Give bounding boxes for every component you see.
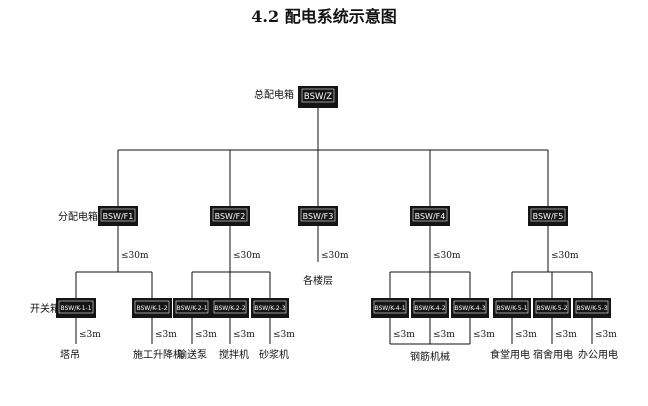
distance-label-k23: ≤3m [273,330,295,340]
distance-label-k22: ≤3m [233,330,255,340]
switch-box-label: BSW/K-2-2 [214,305,245,312]
distance-label-k43: ≤3m [473,330,495,340]
distance-label-k53: ≤3m [595,330,617,340]
diagram-title: 4.2 配电系统示意图 [251,7,396,26]
switch-box-k23: BSW/K-2-3 [251,298,289,318]
distance-label-f4: ≤30m [433,251,461,261]
level-label-distribution: 分配电箱 [58,210,98,223]
switch-box-label: BSW/K-4-3 [454,305,485,312]
switch-box-label: BSW/K-1-2 [136,305,167,312]
switch-box-k21: BSW/K-2-1 [173,298,211,318]
switch-box-label: BSW/K-4-1 [374,305,405,312]
distance-label-k51: ≤3m [515,330,537,340]
distribution-box-f2: BSW/F2 [210,206,250,226]
switch-box-label: BSW/K-5-3 [576,305,607,312]
load-label-k23: 砂浆机 [259,348,289,361]
main-box-label: BSW/Z [304,92,332,102]
distance-label-f2: ≤30m [233,251,261,261]
load-label-k12: 施工升降机 [133,348,183,361]
switch-box-k43: BSW/K-4-3 [451,298,489,318]
distribution-box-f1: BSW/F1 [98,206,138,226]
distance-label-k52: ≤3m [555,330,577,340]
switch-box-k41: BSW/K-4-1 [371,298,409,318]
switch-box-label: BSW/K-4-2 [414,305,445,312]
distance-label-k42: ≤3m [433,330,455,340]
switch-box-label: BSW/K-2-1 [176,305,207,312]
distance-label-k12: ≤3m [155,330,177,340]
switch-box-k51: BSW/K-5-1 [493,298,531,318]
f3-destination-label: 各楼层 [303,274,333,287]
switch-box-k12: BSW/K-1-2 [132,298,172,318]
switch-box-label: BSW/K-5-1 [496,305,527,312]
switch-box-k22: BSW/K-2-2 [211,298,249,318]
distribution-box-label: BSW/F4 [415,212,446,221]
main-distribution-box: BSW/Z [298,86,338,108]
switch-box-label: BSW/K-2-3 [254,305,285,312]
load-label-k53: 办公用电 [578,348,618,361]
distance-label-f1: ≤30m [121,251,149,261]
load-label-k11: 塔吊 [60,348,80,361]
distribution-box-f3: BSW/F3 [298,206,338,226]
distance-label-f3: ≤30m [321,251,349,261]
distribution-box-label: BSW/F5 [533,212,564,221]
distance-label-k11: ≤3m [79,330,101,340]
load-label-k22: 搅拌机 [219,348,249,361]
distance-label-k21: ≤3m [195,330,217,340]
switch-box-label: BSW/K-1-1 [60,305,91,312]
load-label-k51: 食堂用电 [490,348,530,361]
distribution-box-label: BSW/F3 [303,212,334,221]
switch-box-k52: BSW/K-5-2 [533,298,571,318]
level-label-switch: 开关箱 [30,302,60,315]
distance-label-f5: ≤30m [551,251,579,261]
distribution-box-label: BSW/F1 [103,212,134,221]
level-label-main: 总配电箱 [254,88,294,101]
distribution-box-f5: BSW/F5 [528,206,568,226]
switch-box-k53: BSW/K-5-3 [573,298,611,318]
load-label-k21: 输送泵 [177,348,207,361]
switch-box-k42: BSW/K-4-2 [411,298,449,318]
switch-box-k11: BSW/K-1-1 [56,298,96,318]
distance-label-k41: ≤3m [393,330,415,340]
load-label-k42: 钢筋机械 [410,350,450,363]
distribution-box-label: BSW/F2 [215,212,246,221]
connector-lines [75,108,593,345]
distribution-box-f4: BSW/F4 [410,206,450,226]
switch-box-label: BSW/K-5-2 [536,305,567,312]
load-label-k52: 宿舍用电 [533,348,573,361]
